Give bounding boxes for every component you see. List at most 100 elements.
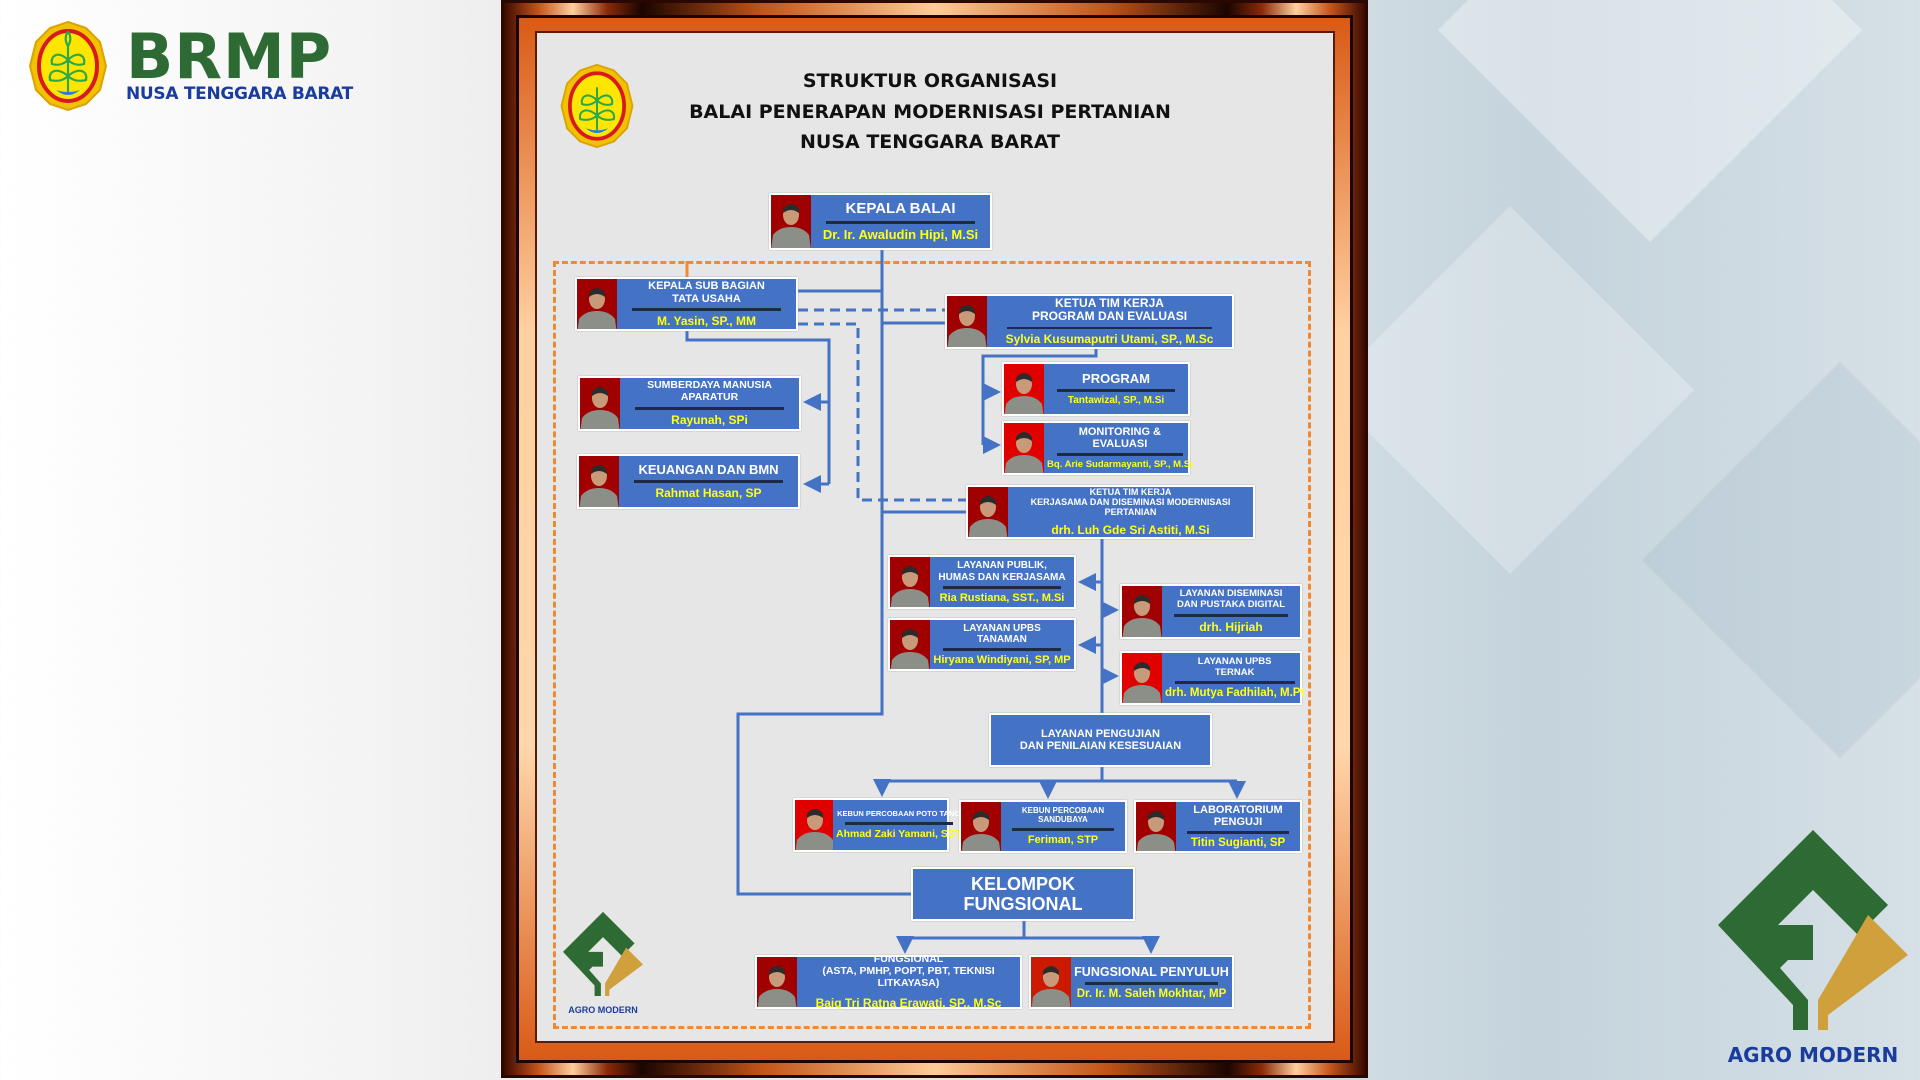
person-photo — [961, 802, 1001, 851]
person-photo — [968, 487, 1008, 537]
unit-title-line: KEBUN PERCOBAAN POTO TANO — [837, 809, 961, 819]
person-photo — [1122, 653, 1162, 703]
unit-title-line: KETUA TIM KERJA — [1089, 486, 1172, 497]
org-unit-program: PROGRAM Tantawizal, SP., M.Si — [1002, 362, 1190, 416]
person-icon — [961, 811, 1001, 851]
official-name: Titin Sugianti, SP — [1190, 837, 1286, 850]
main-trunk — [736, 250, 911, 896]
unit-title-line: KELOMPOK FUNGSIONAL — [963, 873, 1083, 914]
person-icon — [757, 966, 797, 1007]
divider — [942, 585, 1062, 589]
person-icon — [1122, 595, 1162, 637]
org-unit-fungsional: FUNGSIONAL(ASTA, PMHP, POPT, PBT, TEKNIS… — [755, 954, 1022, 1010]
unit-title-line: LAYANAN DISEMINASI — [1179, 588, 1283, 600]
agro-modern-label: AGRO MODERN — [1727, 1043, 1899, 1067]
divider — [1174, 681, 1295, 685]
official-name: Sylvia Kusumaputri Utami, SP., M.Sc — [1005, 332, 1214, 346]
official-name: Baiq Tri Ratna Erawati, SP., M.Sc — [815, 995, 1002, 1010]
official-name: M. Yasin, SP., MM — [657, 313, 756, 328]
brand-name: BRMP — [126, 20, 333, 93]
person-photo — [1122, 586, 1162, 637]
divider — [826, 220, 975, 224]
org-unit-monitoring-evaluasi: MONITORING &EVALUASI Bq. Arie Sudarmayant… — [1002, 421, 1193, 475]
official-name: drh. Mutya Fadhilah, M.Pt — [1165, 687, 1305, 700]
title-line-2: BALAI PENERAPAN MODERNISASI PERTANIAN — [689, 100, 1171, 123]
divider — [632, 307, 781, 311]
unit-title-line: LAYANAN PUBLIK, — [957, 560, 1047, 572]
person-icon — [580, 387, 620, 429]
unit-title-line: PENGUJI — [1213, 816, 1263, 828]
unit-title-line: TANAMAN — [977, 634, 1027, 645]
person-photo — [795, 800, 833, 850]
agro-modern-logo: AGRO MODERN — [1718, 830, 1908, 1070]
brand-region: NUSA TENGGARA BARAT — [126, 84, 353, 104]
agro-modern-icon — [1718, 830, 1908, 1030]
divider — [635, 406, 784, 410]
unit-title-line: EVALUASI — [1092, 438, 1148, 450]
person-icon — [1004, 373, 1044, 414]
person-photo — [579, 456, 619, 507]
official-name: Rahmat Hasan, SP — [655, 486, 762, 501]
org-unit-kelompok-fungsional: KELOMPOK FUNGSIONAL — [911, 867, 1135, 921]
person-photo — [580, 378, 620, 429]
unit-title-line: TATA USAHA — [672, 292, 741, 305]
unit-title-line: DAN PUSTAKA DIGITAL — [1176, 599, 1285, 610]
person-icon — [1031, 966, 1071, 1007]
unit-title-line: FUNGSIONAL PENYULUH — [1074, 964, 1229, 979]
unit-title-line: LAYANAN UPBS — [963, 622, 1041, 634]
org-unit-kp-sandubaya: KEBUN PERCOBAAN SANDUBAYA Feriman, STP — [959, 800, 1127, 853]
person-icon — [1122, 662, 1162, 703]
person-photo — [771, 195, 811, 248]
official-name: Rayunah, SPi — [671, 412, 748, 427]
official-name: Feriman, STP — [1027, 833, 1099, 846]
person-photo — [1004, 423, 1044, 473]
person-icon — [890, 566, 930, 607]
chart-title: STRUKTUR ORGANISASI BALAI PENERAPAN MODE… — [535, 66, 1325, 158]
agro-modern-icon — [563, 911, 643, 997]
unit-title-line: PROGRAM — [1082, 370, 1150, 386]
unit-title-line: MONITORING & — [1078, 425, 1161, 438]
title-line-3: NUSA TENGGARA BARAT — [799, 131, 1061, 153]
divider — [1056, 389, 1176, 393]
kementan-emblem-icon — [28, 20, 108, 112]
unit-title-line: KEPALA SUB BAGIAN — [648, 280, 765, 293]
brmp-logo: BRMP NUSA TENGGARA BARAT — [28, 20, 358, 115]
divider — [1174, 613, 1288, 617]
kementan-emblem-icon — [560, 63, 634, 149]
person-icon — [968, 496, 1008, 537]
official-name: Hiryana Windiyani, SP, MP — [933, 654, 1071, 667]
person-icon — [771, 204, 811, 248]
divider — [1187, 831, 1289, 835]
divider — [634, 480, 783, 484]
person-photo — [947, 296, 987, 347]
unit-title-line: KEUANGAN DAN BMN — [638, 461, 779, 477]
official-name: Bq. Arie Sudarmayanti, SP., M.Si — [1047, 459, 1193, 471]
person-icon — [795, 809, 833, 850]
unit-title-line: KEBUN PERCOBAAN SANDUBAYA — [1021, 806, 1105, 824]
unit-title-line: PROGRAM DAN EVALUASI — [1031, 309, 1188, 324]
person-photo — [757, 957, 797, 1007]
person-icon — [890, 629, 930, 669]
person-photo — [1031, 957, 1071, 1007]
official-name: Ria Rustiana, SST., M.Si — [939, 591, 1065, 604]
unit-title-line: LAYANAN PENGUJIAN — [1041, 727, 1160, 740]
unit-title-line: LAYANAN UPBS — [1197, 655, 1272, 667]
person-icon — [947, 305, 987, 347]
person-photo — [1136, 802, 1176, 851]
title-line-1: STRUKTUR ORGANISASI — [802, 70, 1058, 92]
official-name: Tantawizal, SP., M.Si — [1067, 395, 1165, 407]
unit-title-line: (ASTA, PMHP, POPT, PBT, TEKNISI LITKAYAS… — [822, 965, 995, 989]
unit-title-line: DAN PENILAIAN KESESUAIAN — [1019, 740, 1182, 752]
divider — [942, 648, 1062, 652]
